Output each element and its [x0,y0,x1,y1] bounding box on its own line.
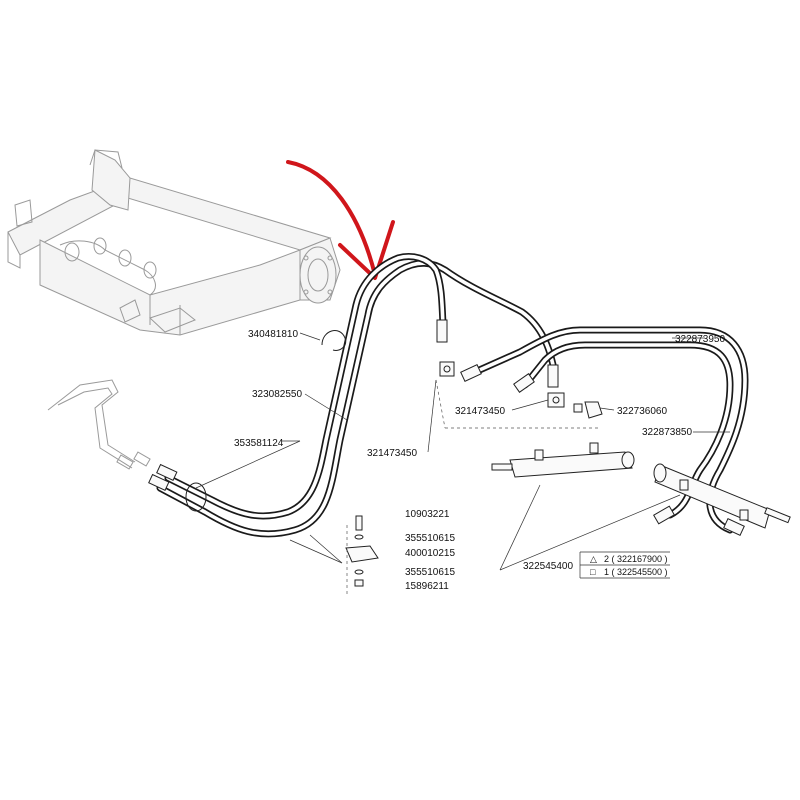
cylinder-right [653,463,791,529]
clip-353581124 [185,482,207,512]
label-322873950: 322873950 [675,334,725,345]
label-400010215: 400010215 [405,548,455,559]
clamp-340481810 [321,330,347,351]
red-indicator-arrow [286,160,395,280]
fitting-322736060 [573,401,603,419]
bracket-hardware [345,515,379,595]
label-321473450-lower: 321473450 [367,448,417,459]
label-355510615-lower: 355510615 [405,567,455,578]
label-322545400: 322545400 [523,561,573,572]
label-322873850: 322873850 [642,427,692,438]
leader-lines [195,332,730,571]
label-15896211: 15896211 [405,581,449,592]
label-322736060: 322736060 [617,406,667,417]
axle-frame-ghost [7,149,341,336]
label-10903221: 10903221 [405,509,450,520]
hose-323082550 [156,253,559,538]
label-353581124: 353581124 [234,438,284,449]
label-355510615-upper: 355510615 [405,533,455,544]
hose-322873850 [521,341,734,519]
variant-text-2: 2 ( 322167900 ) [604,554,668,564]
cylinder-left [491,442,635,478]
tee-fitting-321473450 [439,361,565,408]
label-323082550: 323082550 [252,389,302,400]
left-pipe-ghost [47,379,151,470]
variant-symbol-square: □ [590,567,596,577]
label-340481810: 340481810 [248,329,298,340]
part-labels: 340481810 323082550 353581124 321473450 … [234,329,725,592]
hose-end-fittings [148,319,745,536]
variant-symbol-triangle: △ [590,554,597,564]
label-321473450-upper: 321473450 [455,406,505,417]
variant-legend: △ 2 ( 322167900 ) □ 1 ( 322545500 ) [579,551,670,579]
variant-text-1: 1 ( 322545500 ) [604,567,668,577]
